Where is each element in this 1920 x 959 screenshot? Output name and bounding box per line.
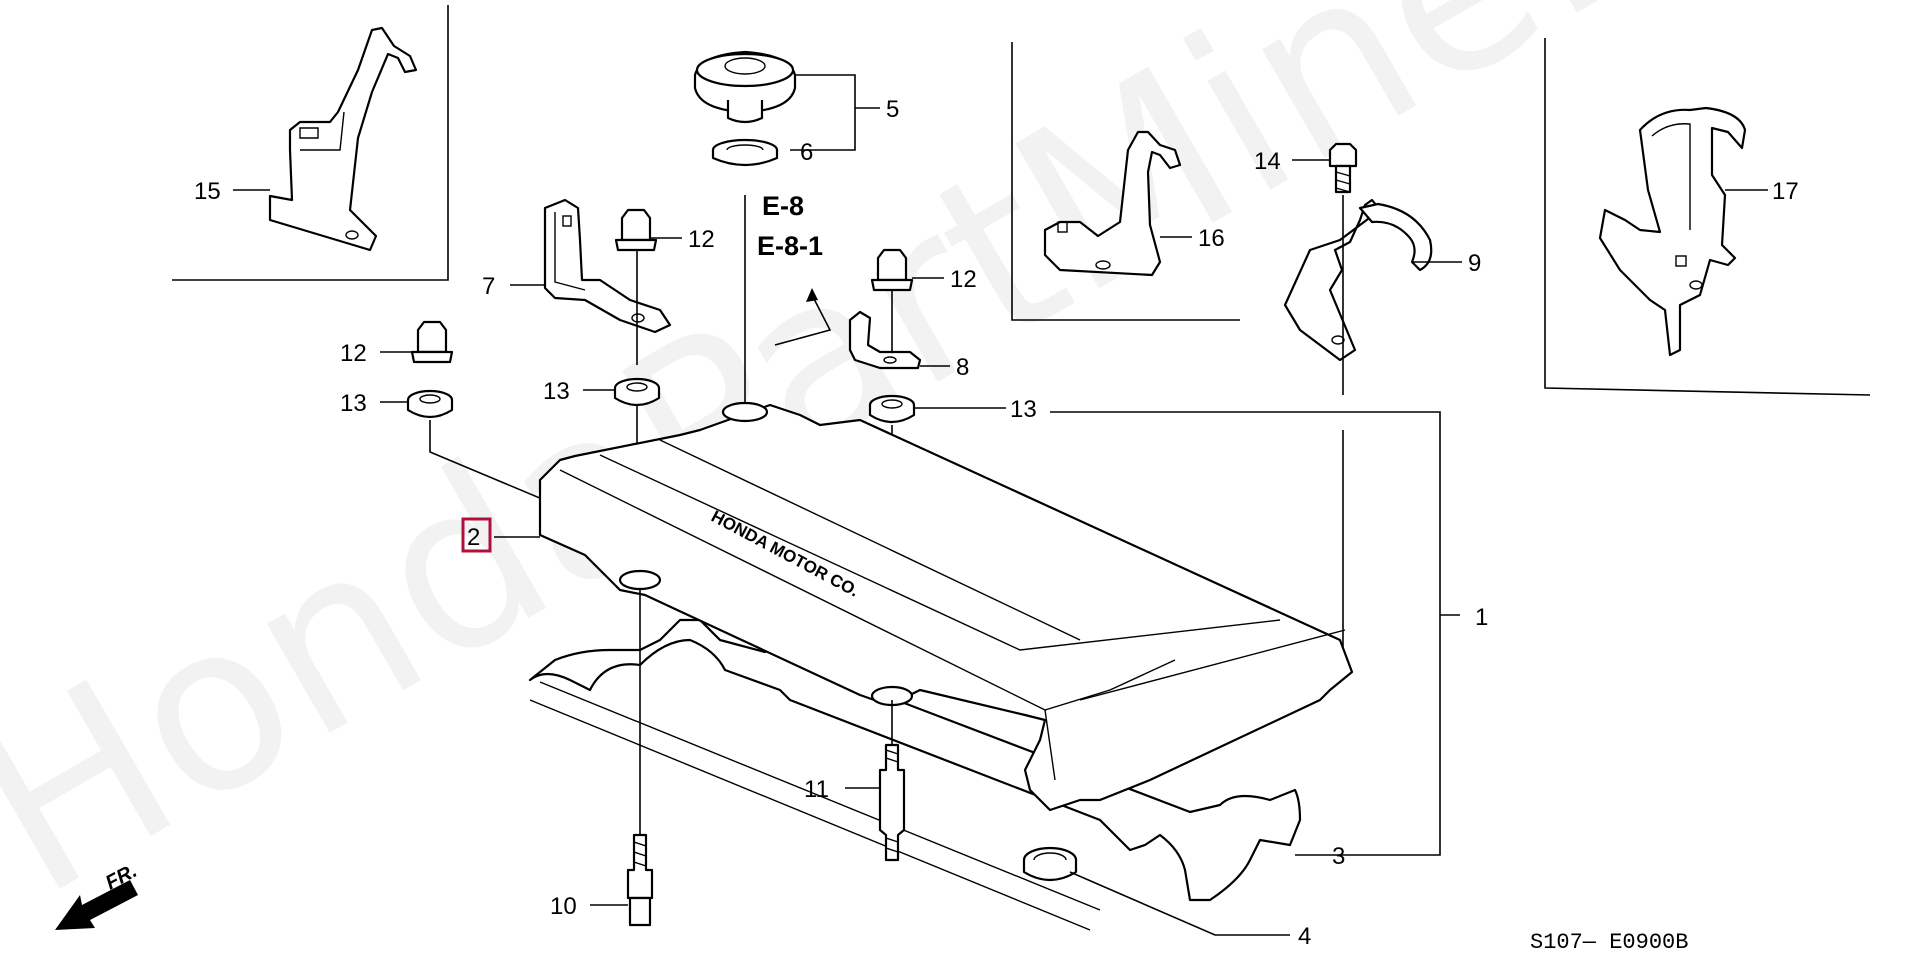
filler-cap-gasket-6	[711, 138, 779, 167]
oil-filler-cap-5	[693, 50, 797, 410]
label-13-left-center: 13	[543, 378, 570, 405]
label-2-highlight	[461, 517, 492, 553]
reference-arrow	[774, 288, 832, 346]
label-5: 5	[886, 96, 899, 123]
head-cover-1: HONDA MOTOR CO.	[538, 401, 1354, 812]
bracket-16	[1043, 130, 1182, 277]
nut-12-left	[410, 320, 454, 364]
label-4: 4	[1298, 923, 1311, 950]
label-15: 15	[194, 178, 221, 205]
diagram-code: S107— E0900B	[1530, 930, 1688, 955]
reference-e8: E-8	[762, 191, 804, 221]
label-11: 11	[804, 776, 829, 803]
label-3: 3	[1332, 843, 1345, 870]
label-8: 8	[956, 354, 969, 381]
plug-tube-seal-4	[1022, 846, 1078, 882]
inset-frame-15	[172, 5, 449, 281]
bracket-15	[268, 26, 418, 252]
stud-bolt-11	[878, 700, 906, 862]
label-12-upper-left: 12	[688, 226, 715, 253]
label-16: 16	[1198, 225, 1225, 252]
bracket-7	[543, 198, 672, 334]
bolt-14	[1328, 142, 1358, 194]
label-1: 1	[1475, 604, 1488, 631]
label-13-center: 13	[1010, 396, 1037, 423]
inset-frame-16	[1011, 42, 1240, 321]
reference-e8-1: E-8-1	[757, 231, 823, 261]
label-6: 6	[800, 139, 813, 166]
grommet-13-left-center	[613, 377, 661, 450]
inset-frame-17	[1544, 38, 1871, 396]
label-17: 17	[1772, 178, 1799, 205]
nut-12-center	[870, 248, 914, 355]
label-12-center: 12	[950, 266, 977, 293]
label-13-left: 13	[340, 390, 367, 417]
nut-12-upper-left	[614, 208, 658, 365]
label-10: 10	[550, 893, 577, 920]
bracket-17	[1598, 106, 1747, 357]
label-9: 9	[1468, 250, 1481, 277]
label-14: 14	[1254, 148, 1281, 175]
clamp-9	[1283, 195, 1433, 655]
label-12-left: 12	[340, 340, 367, 367]
label-7: 7	[482, 273, 495, 300]
label-2: 2	[467, 524, 480, 551]
stud-bolt-10	[626, 590, 654, 927]
bracket-8	[848, 310, 922, 370]
